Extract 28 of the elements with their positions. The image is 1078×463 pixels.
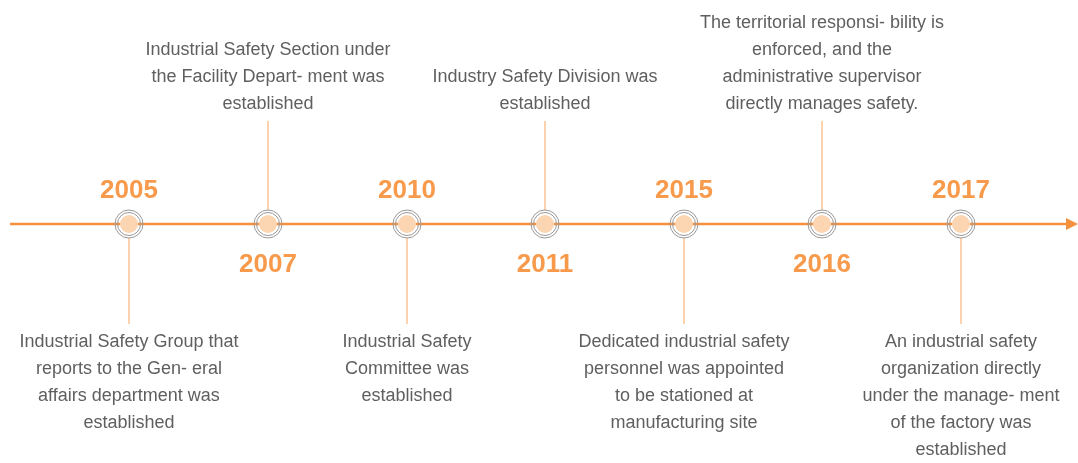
timeline-marker xyxy=(114,209,144,239)
timeline-marker xyxy=(253,209,283,239)
year-label: 2015 xyxy=(654,174,714,204)
timeline-marker xyxy=(530,209,560,239)
event-description: An industrial safety organization directly under the manage- ment of the factory was established xyxy=(861,330,1061,461)
year-label: 2017 xyxy=(931,174,991,204)
year-label: 2005 xyxy=(99,174,159,204)
year-label: 2007 xyxy=(238,248,298,278)
event-description: to be stationed at manufacturing site xyxy=(609,384,759,434)
timeline-marker xyxy=(807,209,837,239)
event-description: Industrial Safety Committee was established xyxy=(341,330,473,407)
timeline-marker xyxy=(946,209,976,239)
timeline-marker xyxy=(669,209,699,239)
leader-line xyxy=(821,120,823,211)
leader-line xyxy=(406,237,408,325)
year-label: 2010 xyxy=(377,174,437,204)
leader-line xyxy=(960,237,962,325)
timeline-marker xyxy=(392,209,422,239)
year-label: 2016 xyxy=(792,248,852,278)
leader-line xyxy=(128,237,130,325)
event-description: Industrial Safety Section under the Facility Depart- ment was established xyxy=(144,38,392,115)
leader-line xyxy=(544,120,546,211)
event-description: Industry Safety Division was established xyxy=(431,65,659,115)
event-description: Industrial Safety Group that reports to the Gen- eral affairs department was established xyxy=(18,330,240,434)
event-description: The territorial responsi- bility is enforced, and the administrative supervisor directly manages safety. xyxy=(699,11,945,115)
leader-line xyxy=(683,237,685,325)
leader-line xyxy=(267,120,269,211)
year-label: 2011 xyxy=(515,248,575,278)
